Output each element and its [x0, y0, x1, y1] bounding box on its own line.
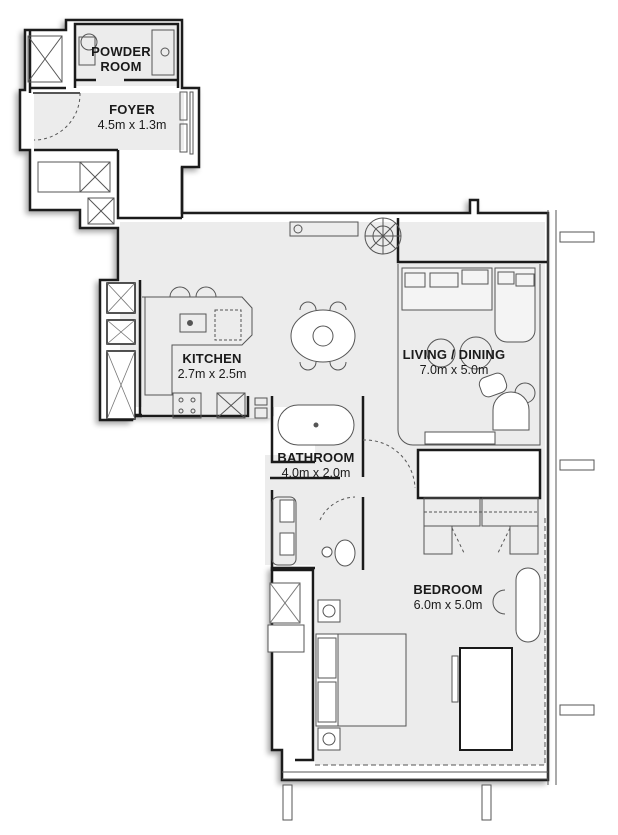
- room-label-bedroom: BEDROOM 6.0m x 5.0m: [413, 582, 483, 612]
- room-name: FOYER: [109, 102, 155, 117]
- wardrobe-fixtures: [423, 497, 539, 556]
- dining-fixtures: [289, 217, 402, 371]
- window-frames: [282, 210, 595, 821]
- room-name: POWDER: [91, 44, 151, 59]
- room-dimensions: 7.0m x 5.0m: [419, 362, 489, 377]
- room-dimensions: 6.0m x 5.0m: [413, 597, 483, 612]
- room-name: BATHROOM: [277, 450, 355, 465]
- room-label-living-dining: LIVING / DINING 7.0m x 5.0m: [402, 347, 506, 377]
- foyer-fixtures: [33, 91, 194, 225]
- room-name: ROOM: [100, 58, 142, 74]
- living-fixtures: [397, 264, 541, 446]
- bathroom-fixtures: [271, 404, 416, 567]
- room-name: BEDROOM: [413, 582, 483, 597]
- room-dimensions: 2.7m x 2.5m: [177, 366, 247, 381]
- room-label-foyer: FOYER 4.5m x 1.3m: [97, 102, 167, 132]
- room-name: LIVING / DINING: [402, 347, 506, 362]
- room-label-powder-room: POWDER ROOM: [91, 44, 151, 75]
- room-dimensions: 4.0m x 2.0m: [281, 465, 351, 480]
- kitchen-fixtures: [142, 286, 268, 419]
- room-dimensions: 4.5m x 1.3m: [97, 117, 167, 132]
- storage-cupboards: [106, 282, 136, 420]
- bedroom-fixtures: [267, 515, 546, 766]
- room-label-bathroom: BATHROOM 4.0m x 2.0m: [277, 450, 355, 480]
- powder-room-fixtures: [27, 29, 175, 83]
- room-name: KITCHEN: [182, 351, 242, 366]
- interior-walls: [28, 22, 548, 762]
- room-label-kitchen: KITCHEN 2.7m x 2.5m: [177, 351, 247, 381]
- plant-icon: [364, 217, 402, 255]
